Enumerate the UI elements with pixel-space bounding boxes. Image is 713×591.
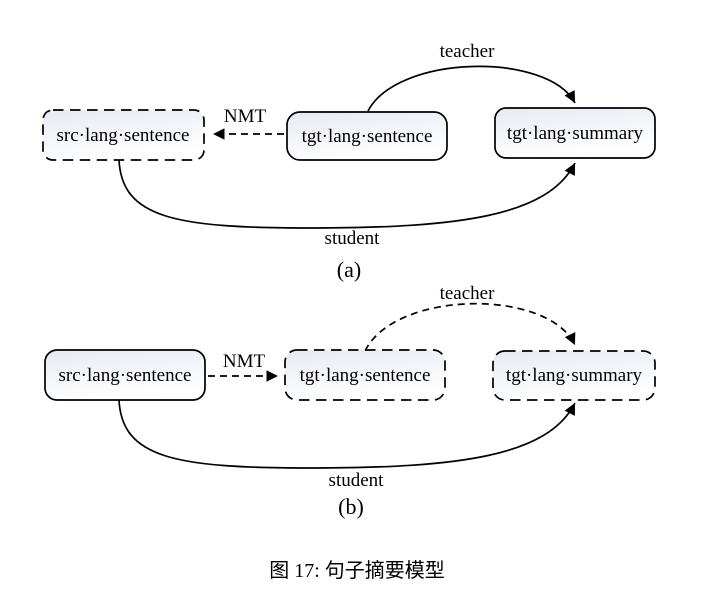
edge-nmt-label-b: NMT xyxy=(223,351,266,372)
box-tgt-lang-sentence-label-a: tgt·lang·sentence xyxy=(302,126,433,147)
edge-student-b xyxy=(118,399,576,469)
edge-teacher-label-a: teacher xyxy=(440,41,496,62)
panel-a-label: (a) xyxy=(337,257,361,282)
edge-nmt-label-a: NMT xyxy=(224,106,267,127)
box-tgt-lang-summary-label-a: tgt·lang·summary xyxy=(507,123,644,144)
box-tgt-lang-sentence-label-b: tgt·lang·sentence xyxy=(300,365,431,386)
box-tgt-lang-summary-b xyxy=(492,350,656,401)
edge-student-label-a: student xyxy=(325,228,381,249)
figure-caption: 图 17: 句子摘要模型 xyxy=(269,559,445,582)
edge-teacher-label-b: teacher xyxy=(440,283,496,304)
box-src-lang-sentence-b xyxy=(44,349,206,401)
box-src-lang-sentence-a xyxy=(42,109,205,161)
box-src-lang-sentence-label-b: src·lang·sentence xyxy=(59,365,192,386)
edge-student-a xyxy=(118,159,576,229)
box-tgt-lang-sentence-a xyxy=(286,111,448,161)
box-src-lang-sentence-label-a: src·lang·sentence xyxy=(57,125,190,146)
panel-a: src·lang·sentence tgt·lang·sentence tgt·… xyxy=(42,41,656,282)
panel-b: src·lang·sentence tgt·lang·sentence tgt·… xyxy=(44,283,656,519)
panel-b-label: (b) xyxy=(338,494,364,519)
box-tgt-lang-sentence-b xyxy=(284,349,446,401)
box-tgt-lang-summary-a xyxy=(494,107,656,159)
edge-teacher-a xyxy=(367,65,576,112)
edge-student-label-b: student xyxy=(329,470,385,491)
edge-teacher-b xyxy=(364,302,576,352)
box-tgt-lang-summary-label-b: tgt·lang·summary xyxy=(506,365,643,386)
